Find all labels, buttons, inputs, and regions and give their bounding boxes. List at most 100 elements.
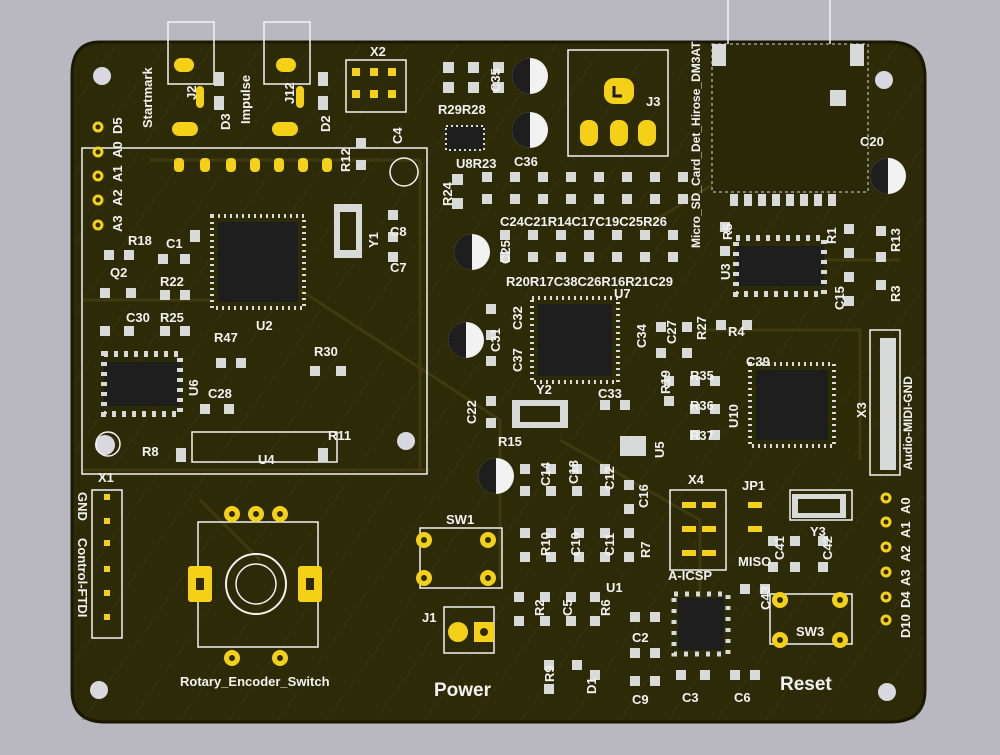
label-d4-right: D4: [898, 591, 913, 608]
label-sd-card: Micro_SD_Card_Det_Hirose_DM3AT: [689, 41, 703, 248]
label-c14: C14: [538, 461, 553, 486]
label-y3: Y3: [810, 524, 826, 539]
label-d5: D5: [110, 117, 125, 134]
label-c15: C15: [832, 286, 847, 310]
ic-u7: [530, 296, 620, 384]
label-r12: R12: [338, 148, 353, 172]
electrolytic-caps: [448, 58, 906, 494]
rotary-encoder-footprint: [188, 506, 322, 666]
ic-u1: [671, 591, 731, 657]
pin-header-right: [880, 492, 892, 626]
header-x1: [104, 494, 110, 620]
label-c36: C36: [514, 154, 538, 169]
label-c25: C25: [498, 240, 513, 264]
label-q2: Q2: [110, 265, 127, 280]
ic-u6: [101, 351, 183, 417]
label-y2: Y2: [536, 382, 552, 397]
ic-u2: [210, 214, 306, 310]
label-r37: R37: [690, 428, 714, 443]
label-r13: R13: [888, 228, 903, 252]
label-u6: U6: [186, 379, 201, 396]
label-r35: R35: [690, 368, 714, 383]
label-r9: R9: [542, 665, 557, 682]
label-a2-right: A2: [898, 545, 913, 562]
label-u10: U10: [726, 404, 741, 428]
label-a3-right: A3: [898, 569, 913, 586]
label-r6: R6: [598, 599, 613, 616]
label-r2: R2: [532, 599, 547, 616]
label-reset: Reset: [780, 674, 832, 695]
label-c11: C11: [602, 533, 617, 556]
label-d2: D2: [318, 115, 333, 132]
label-r15: R15: [498, 434, 522, 449]
label-c7: C7: [390, 260, 407, 275]
label-rotary-encoder: Rotary_Encoder_Switch: [180, 674, 330, 689]
label-r29r28: R29R28: [438, 102, 486, 117]
pin-header-left: [92, 121, 104, 231]
label-r3: R3: [888, 285, 903, 302]
label-y1: Y1: [366, 232, 381, 248]
label-d3: D3: [218, 113, 233, 130]
label-c31: C31: [488, 328, 503, 352]
label-gnd: GND: [75, 492, 90, 521]
label-c18: C18: [566, 460, 581, 484]
label-a1: A1: [110, 165, 125, 182]
ic-u3: [733, 235, 827, 297]
label-r36: R36: [690, 398, 714, 413]
label-r4: R4: [728, 324, 745, 339]
label-r11: R11: [328, 428, 351, 443]
label-u3: U3: [718, 263, 733, 280]
label-r22: R22: [160, 274, 184, 289]
label-x2: X2: [370, 44, 386, 59]
label-u2: U2: [256, 318, 273, 333]
label-power: Power: [434, 680, 492, 701]
label-c16: C16: [636, 484, 651, 508]
switch-sw1-footprint: [416, 532, 496, 586]
label-control-ftdi: Control-FTDI: [75, 538, 90, 617]
label-x4: X4: [688, 472, 705, 487]
label-res-row: R20R17C38C26R16R21C29: [506, 274, 673, 289]
label-c34: C34: [634, 323, 649, 348]
label-r47: R47: [214, 330, 238, 345]
label-r24: R24: [440, 181, 455, 206]
label-impulse: Impulse: [238, 75, 253, 124]
label-c5: C5: [560, 599, 575, 616]
label-c8: C8: [390, 224, 407, 239]
label-a2: A2: [110, 189, 125, 206]
misc-marks: [95, 157, 419, 457]
label-c35: C35: [488, 68, 503, 92]
label-u7: U7: [614, 286, 631, 301]
ic-u10: [748, 362, 836, 448]
audio-jack-j3: [580, 78, 656, 146]
label-c1: C1: [166, 236, 183, 251]
label-r27: R27: [694, 316, 709, 340]
label-c27: C27: [664, 320, 679, 344]
label-jp1: JP1: [742, 478, 765, 493]
label-c42: C42: [820, 536, 835, 560]
label-r18: R18: [128, 233, 152, 248]
label-miso: MISO: [738, 554, 771, 569]
label-startmark: Startmark: [140, 67, 155, 128]
label-c9: C9: [632, 692, 649, 707]
label-c3: C3: [682, 690, 699, 705]
label-r30: R30: [314, 344, 338, 359]
power-connector-j1: [448, 622, 494, 642]
label-c39: C39: [746, 354, 770, 369]
label-j2: J2: [184, 86, 199, 100]
switch-sw3-footprint: [772, 592, 848, 648]
label-c22: C22: [464, 400, 479, 424]
label-cap-row-top: C24C21R14C17C19C25R26: [500, 214, 667, 229]
label-a0-right: A0: [898, 497, 913, 514]
header-x4: [682, 502, 716, 556]
label-d1: D1: [584, 677, 599, 694]
mounting-holes: [90, 67, 896, 701]
label-c32: C32: [510, 306, 525, 330]
label-c10: C10: [568, 532, 583, 556]
label-u4: U4: [258, 452, 275, 467]
label-r8: R8: [142, 444, 159, 459]
label-c4: C4: [390, 127, 405, 144]
label-r1: R1: [824, 227, 839, 244]
label-c12: C12: [602, 466, 617, 490]
label-r19: R19: [658, 370, 673, 394]
